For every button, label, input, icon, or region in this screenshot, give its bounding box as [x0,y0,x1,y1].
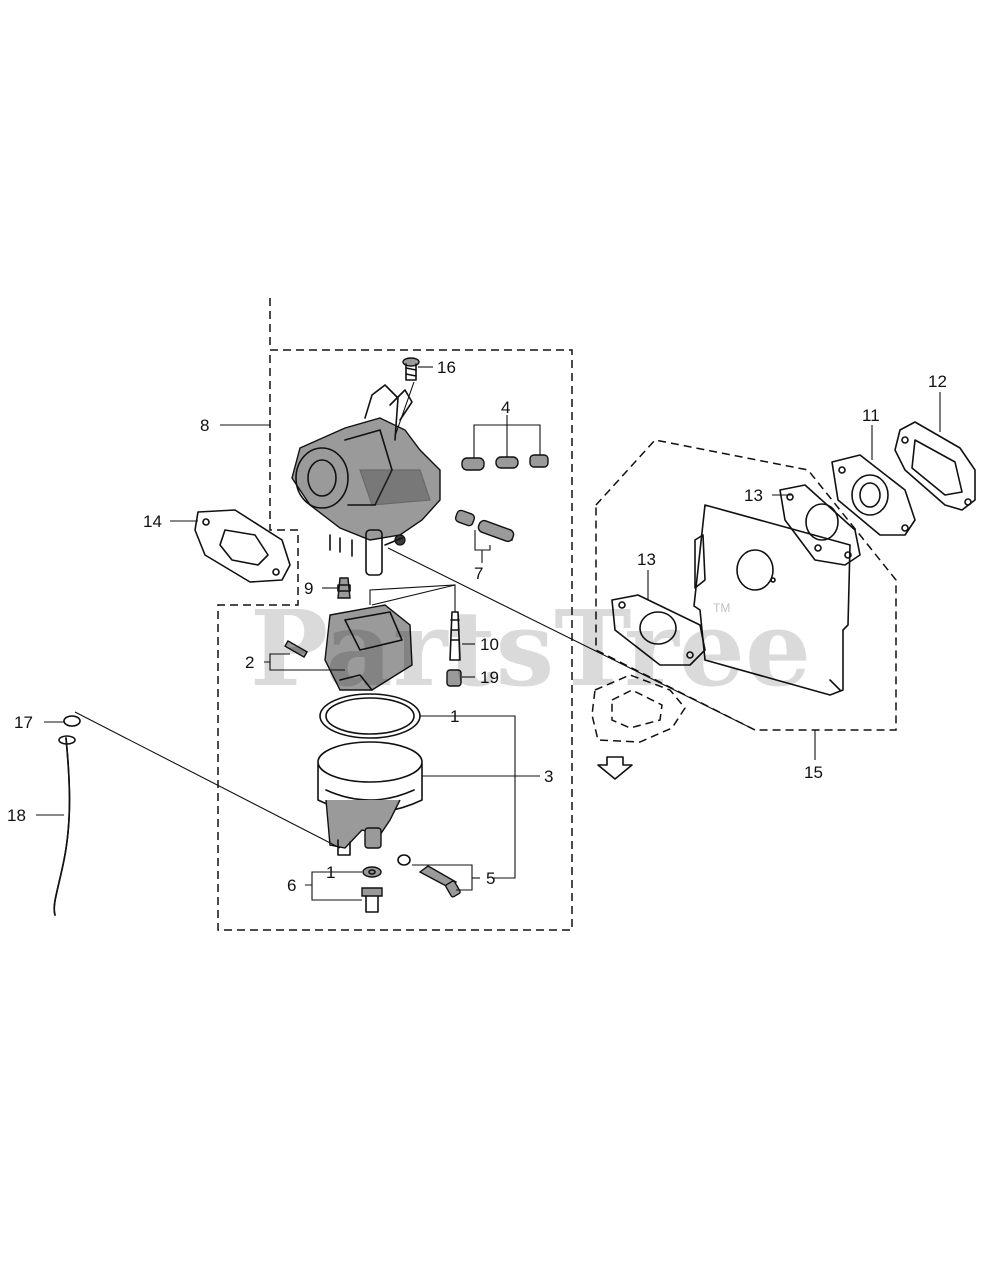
callout-15: 15 [804,763,823,782]
callout-1-washer: 1 [326,863,335,882]
heat-insulator-plate [693,504,851,696]
throttle-stop-screw-7 [454,509,515,543]
drain-tube-18 [53,735,76,916]
jet-19 [446,669,462,687]
callout-5: 5 [486,869,495,888]
callout-8: 8 [200,416,209,435]
screw-16 [402,357,420,381]
callout-14: 14 [143,512,162,531]
tube-clip-17 [63,715,81,727]
watermark-trademark: TM [713,601,730,615]
carburetor-body [291,384,441,576]
callout-4: 4 [501,398,510,417]
callout-9: 9 [304,579,313,598]
float-assembly-2 [284,604,413,691]
callout-6: 6 [287,876,296,895]
callout-12: 12 [928,372,947,391]
callout-19: 19 [480,668,499,687]
drain-screw-5 [397,854,461,898]
carburetor-group-outline [217,298,573,931]
direction-arrow-icon [597,756,633,780]
intake-insulator-11 [831,454,916,536]
air-cleaner-gasket-12 [894,421,976,511]
callout-10: 10 [480,635,499,654]
bolt-and-washer-6 [361,866,383,913]
callout-labels: 8 16 4 7 14 9 10 19 2 1 3 1 5 6 17 18 12… [7,358,947,895]
watermark-text: PartsTree [250,587,811,710]
callout-7: 7 [474,564,483,583]
callout-2: 2 [245,653,254,672]
leader-lines [36,366,941,901]
callout-13-lower: 13 [637,550,656,569]
callout-1-gasket: 1 [450,707,459,726]
float-chamber-3 [317,741,423,856]
insulator-gasket-13-upper [779,484,861,566]
main-jet-9 [337,577,351,599]
callout-17: 17 [14,713,33,732]
insulator-group-outline [595,439,897,731]
callout-11: 11 [862,406,880,425]
air-guide-ghost [591,674,686,743]
nozzle-10 [449,611,461,661]
pilot-screw-set-4 [461,454,549,471]
callout-18: 18 [7,806,26,825]
carburetor-gasket-14 [194,509,291,583]
callout-3: 3 [544,767,553,786]
callout-13-upper: 13 [744,486,763,505]
callout-16: 16 [437,358,456,377]
